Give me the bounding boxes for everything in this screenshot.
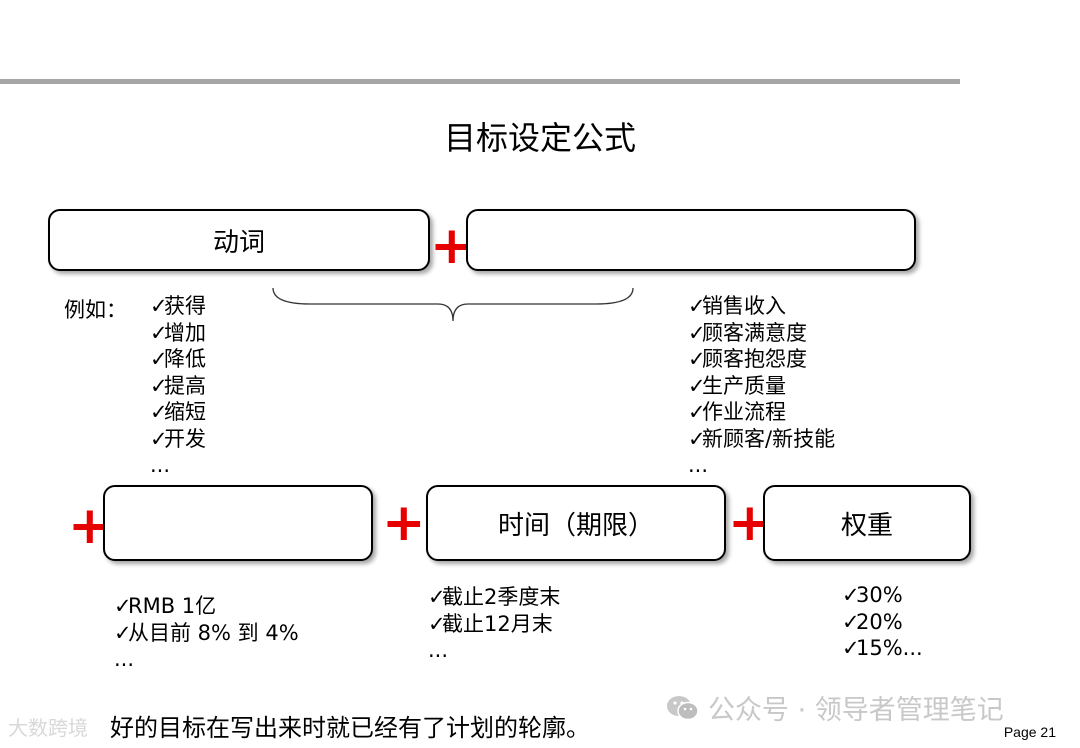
list-item: ✓增加 [150, 320, 206, 347]
checkmark-icon: ✓ [688, 320, 706, 345]
checkmark-icon: ✓ [688, 373, 706, 398]
list-item-text: 新顾客/新技能 [702, 426, 836, 451]
weight-box-label: 权重 [840, 510, 893, 541]
list-item-text: 增加 [164, 320, 206, 345]
list-item: ✓提高 [150, 373, 206, 400]
list-item: ✓顾客抱怨度 [688, 346, 835, 373]
checkmark-icon: ✓ [114, 594, 132, 618]
list-item-text: 开发 [164, 426, 206, 451]
list-item-text: ... [114, 647, 135, 671]
list-item-text: 提高 [164, 373, 206, 398]
list-item-text: ... [150, 453, 171, 477]
checkmark-icon: ✓ [688, 347, 706, 371]
object-box [466, 209, 916, 271]
list-item: ✓生产质量 [688, 373, 835, 400]
checkmark-icon: ✓ [150, 373, 168, 398]
list-item: ✓截止12月末 [428, 611, 560, 638]
list-item: ✓作业流程 [688, 399, 835, 426]
page-title: 目标设定公式 [443, 119, 636, 157]
list-item: ... [114, 646, 299, 673]
list-item-text: 获得 [164, 294, 206, 318]
list-item-text: 20% [856, 609, 903, 634]
list-item: ✓截止2季度末 [428, 584, 560, 611]
list-item-text: 从目前 8% 到 4% [128, 620, 299, 645]
list-item-text: 降低 [164, 347, 206, 371]
weight-box: 权重 [763, 485, 971, 561]
checkmark-icon: ✓ [150, 400, 168, 424]
list-item: ✓开发 [150, 426, 206, 453]
checkmark-icon: ✓ [114, 620, 132, 645]
list-item-text: RMB 1亿 [128, 594, 217, 618]
list-item: ✓销售收入 [688, 293, 835, 320]
list-item: ✓缩短 [150, 399, 206, 426]
page-number: Page 21 [1003, 724, 1056, 740]
list-item: ✓20% [842, 609, 923, 636]
time-box-label: 时间（期限） [497, 510, 654, 541]
list-item-text: 截止2季度末 [442, 585, 561, 609]
list-item-text: 缩短 [164, 400, 206, 424]
checkmark-icon: ✓ [688, 426, 706, 451]
checkmark-icon: ✓ [428, 611, 446, 636]
list-item: ✓获得 [150, 293, 206, 320]
watermark-right-text: 公众号 · 领导者管理笔记 [708, 695, 1004, 726]
list-item: ... [428, 637, 560, 664]
time-box: 时间（期限） [426, 485, 726, 561]
list-item: ✓顾客满意度 [688, 320, 835, 347]
top-divider [0, 79, 960, 84]
checkmark-icon: ✓ [688, 294, 706, 318]
list-item-text: 作业流程 [702, 400, 786, 424]
checkmark-icon: ✓ [150, 347, 168, 371]
object-examples-list: ✓销售收入✓顾客满意度✓顾客抱怨度✓生产质量✓作业流程✓新顾客/新技能... [688, 293, 835, 479]
checkmark-icon: ✓ [688, 400, 706, 424]
list-item: ... [688, 452, 835, 479]
watermark-right: 公众号 · 领导者管理笔记 [666, 688, 1004, 727]
checkmark-icon: ✓ [842, 636, 860, 660]
list-item-text: 15%... [856, 636, 923, 660]
wechat-icon [667, 695, 699, 720]
watermark-left: 大数跨境 [8, 716, 88, 740]
example-label: 例如： [64, 298, 127, 322]
amount-examples-list: ✓RMB 1亿✓从目前 8% 到 4%... [114, 593, 299, 673]
list-item: ✓从目前 8% 到 4% [114, 620, 299, 647]
time-examples-list: ✓截止2季度末✓截止12月末... [428, 584, 560, 664]
list-item-text: ... [688, 453, 709, 477]
list-item: ... [150, 452, 206, 479]
list-item: ✓降低 [150, 346, 206, 373]
curly-brace [272, 287, 634, 322]
list-item-text: 截止12月末 [442, 611, 553, 636]
list-item-text: 销售收入 [702, 294, 786, 318]
verb-box: 动词 [48, 209, 430, 271]
verb-examples-list: ✓获得✓增加✓降低✓提高✓缩短✓开发... [150, 293, 206, 479]
list-item: ✓30% [842, 582, 923, 609]
checkmark-icon: ✓ [150, 320, 168, 345]
weight-examples-list: ✓30%✓20%✓15%... [842, 582, 923, 662]
plus-icon: + [382, 493, 426, 553]
list-item-text: 顾客满意度 [702, 320, 807, 345]
list-item-text: 顾客抱怨度 [702, 347, 807, 371]
list-item-text: ... [428, 638, 449, 662]
amount-box [103, 485, 373, 561]
list-item: ✓RMB 1亿 [114, 593, 299, 620]
checkmark-icon: ✓ [842, 609, 860, 634]
checkmark-icon: ✓ [842, 583, 860, 607]
verb-box-label: 动词 [212, 227, 265, 258]
list-item: ✓15%... [842, 635, 923, 662]
checkmark-icon: ✓ [150, 426, 168, 451]
list-item: ✓新顾客/新技能 [688, 426, 835, 453]
list-item-text: 生产质量 [702, 373, 786, 398]
checkmark-icon: ✓ [150, 294, 168, 318]
list-item-text: 30% [856, 583, 903, 607]
checkmark-icon: ✓ [428, 585, 446, 609]
bottom-statement: 好的目标在写出来时就已经有了计划的轮廓。 [110, 714, 590, 742]
